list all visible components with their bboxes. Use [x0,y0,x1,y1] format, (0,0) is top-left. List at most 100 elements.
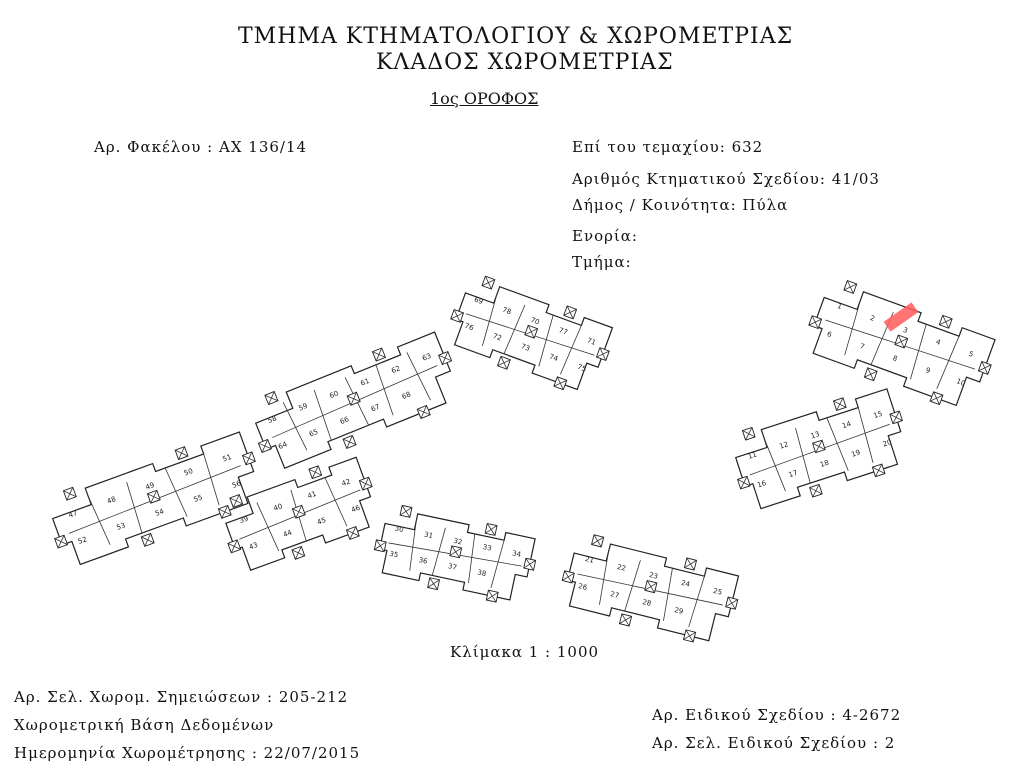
stair-cross [242,451,256,465]
unit-number: 64 [277,440,289,451]
unit-number: 35 [389,550,399,560]
stair-cross [218,505,232,519]
stair-cross [843,280,857,294]
unit-number: 62 [390,364,401,375]
stair-cross [292,505,306,519]
unit-number: 71 [586,337,597,348]
unit-number: 43 [248,541,259,552]
unit-number: 6 [826,330,833,339]
partition-wall [164,467,188,517]
special-plan-pages: Αρ. Σελ. Ειδικού Σχεδίου : 2 [652,734,896,752]
unit-number: 10 [955,377,966,388]
section: Τμήμα: [572,253,632,271]
unit-number: 69 [473,295,484,306]
unit-number: 51 [222,453,233,464]
partition-wall [282,402,308,451]
unit-number: 9 [924,366,931,375]
stair-cross [174,446,189,460]
floor-title: 1ος ΟΡΟΦΟΣ [430,89,539,108]
unit-number: 20 [882,438,893,448]
stair-cross [684,557,697,571]
stair-cross [147,490,161,504]
partition-wall [324,477,348,527]
unit-number: 50 [183,467,194,478]
unit-number: 34 [511,549,522,559]
partition-wall [763,438,786,492]
unit-number: 18 [819,459,830,469]
header-department: ΤΜΗΜΑ ΚΤΗΜΑΤΟΛΟΓΙΟΥ & ΧΩΡΟΜΕΤΡΙΑΣ [238,24,794,49]
stair-cross [486,589,499,603]
unit-number: 30 [394,524,404,534]
building-outline [812,291,996,407]
stair-cross [833,397,847,411]
unit-number: 28 [641,598,652,608]
unit-number: 78 [501,306,512,317]
unit-number: 25 [712,587,723,597]
stair-cross [596,347,610,361]
stair-cross [481,276,495,290]
stair-cross [683,629,696,643]
stair-cross [563,305,577,319]
stair-cross [523,558,536,571]
unit-number: 58 [267,414,278,425]
stair-cross [359,477,373,491]
stair-cross [619,613,632,627]
partition-wall [663,568,673,621]
unit-number: 65 [308,428,319,439]
unit-number: 33 [482,543,492,553]
unit-number: 55 [193,493,204,504]
header-branch: ΚΛΑΔΟΣ ΧΩΡΟΜΕΤΡΙΑΣ [376,50,674,75]
stair-cross [63,487,77,501]
unit-number: 60 [328,389,339,400]
unit-number: 68 [401,390,412,401]
special-plan-number: Αρ. Ειδικού Σχεδίου : 4-2672 [652,706,902,724]
partition-wall [560,325,582,375]
unit-number: 29 [673,606,684,616]
stair-cross [497,356,511,370]
stair-cross [449,545,462,558]
unit-number: 63 [421,352,432,363]
file-number: Αρ. Φακέλου : ΑΧ 136/14 [94,138,308,156]
stair-cross [591,534,604,548]
stair-cross [561,570,575,584]
unit-number: 56 [231,479,243,490]
unit-number: 75 [576,363,587,374]
unit-number: 54 [154,507,166,518]
partition-wall [409,521,417,571]
unit-number: 49 [144,481,155,492]
stair-cross [929,391,944,405]
unit-number: 19 [850,448,861,458]
unit-number: 2 [869,314,876,323]
stair-cross [227,539,241,553]
stair-cross [553,376,567,390]
unit-number: 61 [359,377,370,388]
stair-cross [258,439,272,453]
unit-number: 31 [423,531,433,541]
partition-wall [936,336,960,389]
unit-number: 59 [298,402,309,413]
stair-cross [742,427,756,441]
stair-cross [291,546,305,560]
partition-wall [910,324,927,380]
parish: Ενορία: [572,227,638,245]
unit-number: 70 [529,316,540,327]
unit-number: 4 [935,338,942,347]
unit-number: 32 [453,537,463,547]
unit-number: 42 [341,477,352,488]
stair-cross [399,505,413,518]
stair-cross [484,523,498,536]
unit-number: 12 [778,440,789,450]
stair-cross [342,435,357,449]
unit-number: 23 [648,571,659,581]
highlighted-unit [883,302,919,332]
unit-number: 77 [558,326,569,337]
unit-number: 66 [339,415,351,426]
survey-database: Χωρομετρική Βάση Δεδομένων [14,716,275,734]
